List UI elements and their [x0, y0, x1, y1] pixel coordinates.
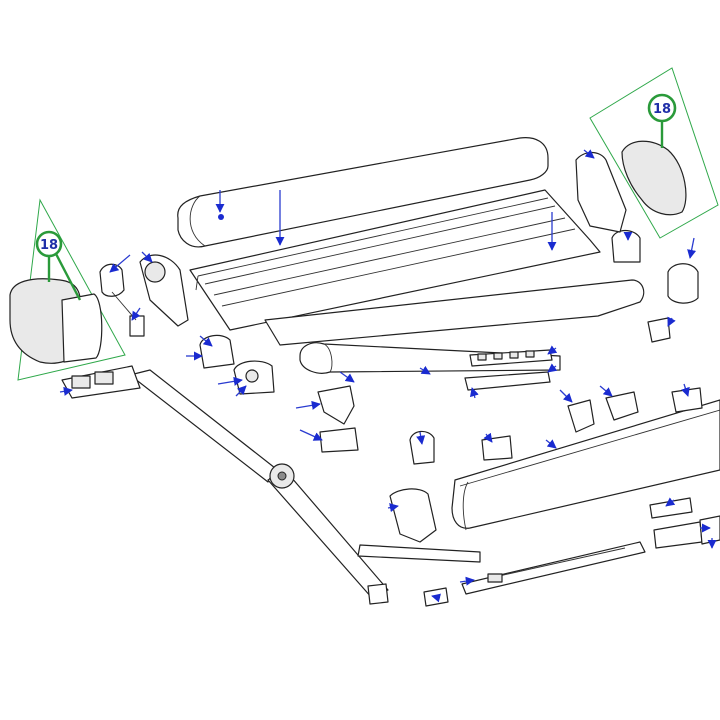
callout-label: 18 — [40, 238, 58, 253]
callout-label: 18 — [653, 102, 671, 117]
clip-left — [319, 427, 359, 453]
left-gear-motor — [99, 263, 145, 337]
bracket-small-3 — [671, 387, 703, 413]
clip-mid — [481, 435, 513, 461]
front-profile-bar — [189, 189, 601, 331]
leader-arrows — [59, 149, 717, 603]
right-end-plate — [575, 151, 627, 233]
big-end-plate — [389, 488, 437, 543]
top-fitting-strip — [464, 349, 553, 391]
roller-tube — [177, 137, 549, 248]
fabric-sheet — [264, 279, 645, 346]
callout-leader-left-b — [52, 249, 82, 301]
left-bracket — [199, 334, 275, 395]
right-bracket-mount — [611, 229, 641, 263]
small-block — [647, 317, 671, 343]
end-cover-right — [621, 140, 687, 216]
cap-mid — [409, 430, 435, 465]
articulated-arm — [61, 365, 481, 605]
bracket-small-2 — [605, 391, 639, 421]
callout-18-left: 18 — [9, 198, 126, 381]
left-end-cap — [139, 254, 189, 327]
lead-rail-cylinder — [299, 342, 561, 374]
callout-18-right: 18 — [589, 67, 719, 239]
callout-circle — [647, 93, 677, 123]
bracket-small-1 — [567, 399, 595, 433]
small-plate-left — [317, 385, 355, 425]
end-cover-left — [9, 278, 103, 364]
callout-circle — [35, 230, 63, 258]
bottom-slide-bar — [461, 541, 646, 595]
lower-cassette-rail — [451, 399, 720, 531]
right-gear-motor — [667, 263, 699, 304]
